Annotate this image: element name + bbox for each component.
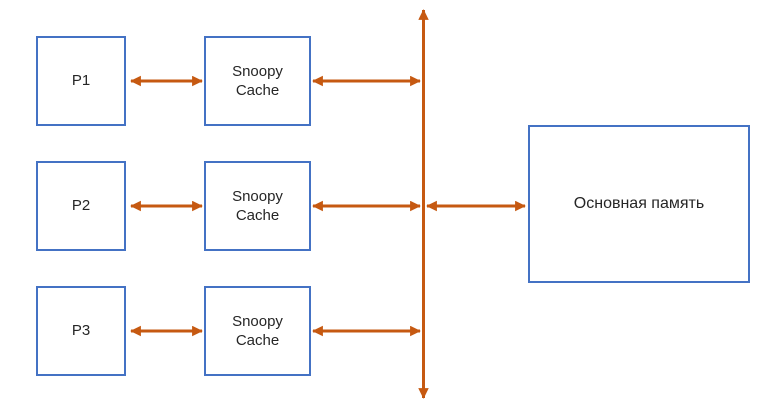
cache-label: Snoopy Cache [232, 187, 283, 225]
cache-label: Snoopy Cache [232, 312, 283, 350]
processor-label: P2 [71, 197, 91, 215]
processor-box-p2: P2 [36, 161, 126, 251]
processor-box-p1: P1 [36, 36, 126, 126]
processor-label: P3 [71, 322, 91, 340]
cache-label: Snoopy Cache [232, 62, 283, 100]
processor-box-p3: P3 [36, 286, 126, 376]
snoopy-cache-box-1: Snoopy Cache [204, 36, 311, 126]
snoopy-cache-box-3: Snoopy Cache [204, 286, 311, 376]
processor-label: P1 [71, 72, 91, 90]
snoopy-cache-box-2: Snoopy Cache [204, 161, 311, 251]
main-memory-box: Основная память [528, 125, 750, 283]
main-memory-label: Основная память [573, 194, 705, 212]
